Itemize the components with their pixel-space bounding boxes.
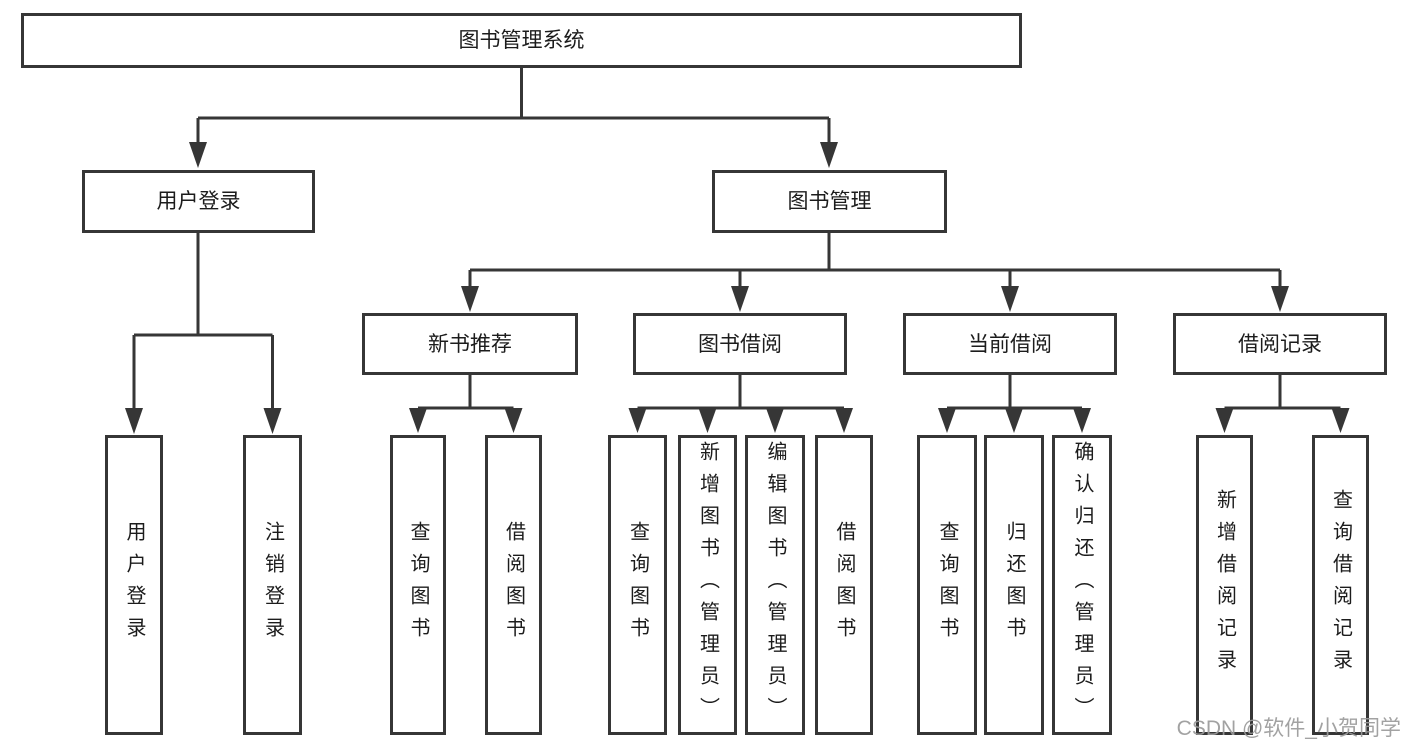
node-user-login-action: 用户登录 (105, 435, 163, 735)
node-query-book-3: 查询图书 (917, 435, 977, 735)
node-current-borrow: 当前借阅 (903, 313, 1117, 375)
node-add-borrow-record: 新增借阅记录 (1196, 435, 1253, 735)
arrowhead-icons (125, 142, 1350, 434)
node-query-book-2: 查询图书 (608, 435, 667, 735)
watermark: CSDN @软件_小贺同学 (1176, 717, 1401, 740)
node-query-borrow-record: 查询借阅记录 (1312, 435, 1369, 735)
connector-book-management-children (468, 231, 1282, 292)
node-new-book-recommend: 新书推荐 (362, 313, 578, 375)
node-book-borrow: 图书借阅 (633, 313, 847, 375)
node-add-book-admin: 新增图书（管理员） (678, 435, 737, 735)
node-return-book: 归还图书 (984, 435, 1044, 735)
node-book-management: 图书管理 (712, 170, 947, 233)
connector-user-login-children (132, 231, 274, 414)
node-borrow-book-2: 借阅图书 (815, 435, 873, 735)
node-edit-book-admin: 编辑图书（管理员） (745, 435, 805, 735)
node-user-login: 用户登录 (82, 170, 315, 233)
node-logout: 注销登录 (243, 435, 302, 735)
node-borrow-book-1: 借阅图书 (485, 435, 542, 735)
node-query-book-1: 查询图书 (390, 435, 446, 735)
node-library-management-system: 图书管理系统 (21, 13, 1022, 68)
connector-current-borrow-children (945, 373, 1084, 414)
node-confirm-return-admin: 确认归还（管理员） (1052, 435, 1112, 735)
connector-borrow-record-children (1223, 373, 1342, 414)
node-borrow-record: 借阅记录 (1173, 313, 1387, 375)
connector-root-to-level2 (196, 66, 831, 148)
connector-book-borrow-children (636, 373, 846, 414)
connector-new-book-children (416, 373, 515, 414)
